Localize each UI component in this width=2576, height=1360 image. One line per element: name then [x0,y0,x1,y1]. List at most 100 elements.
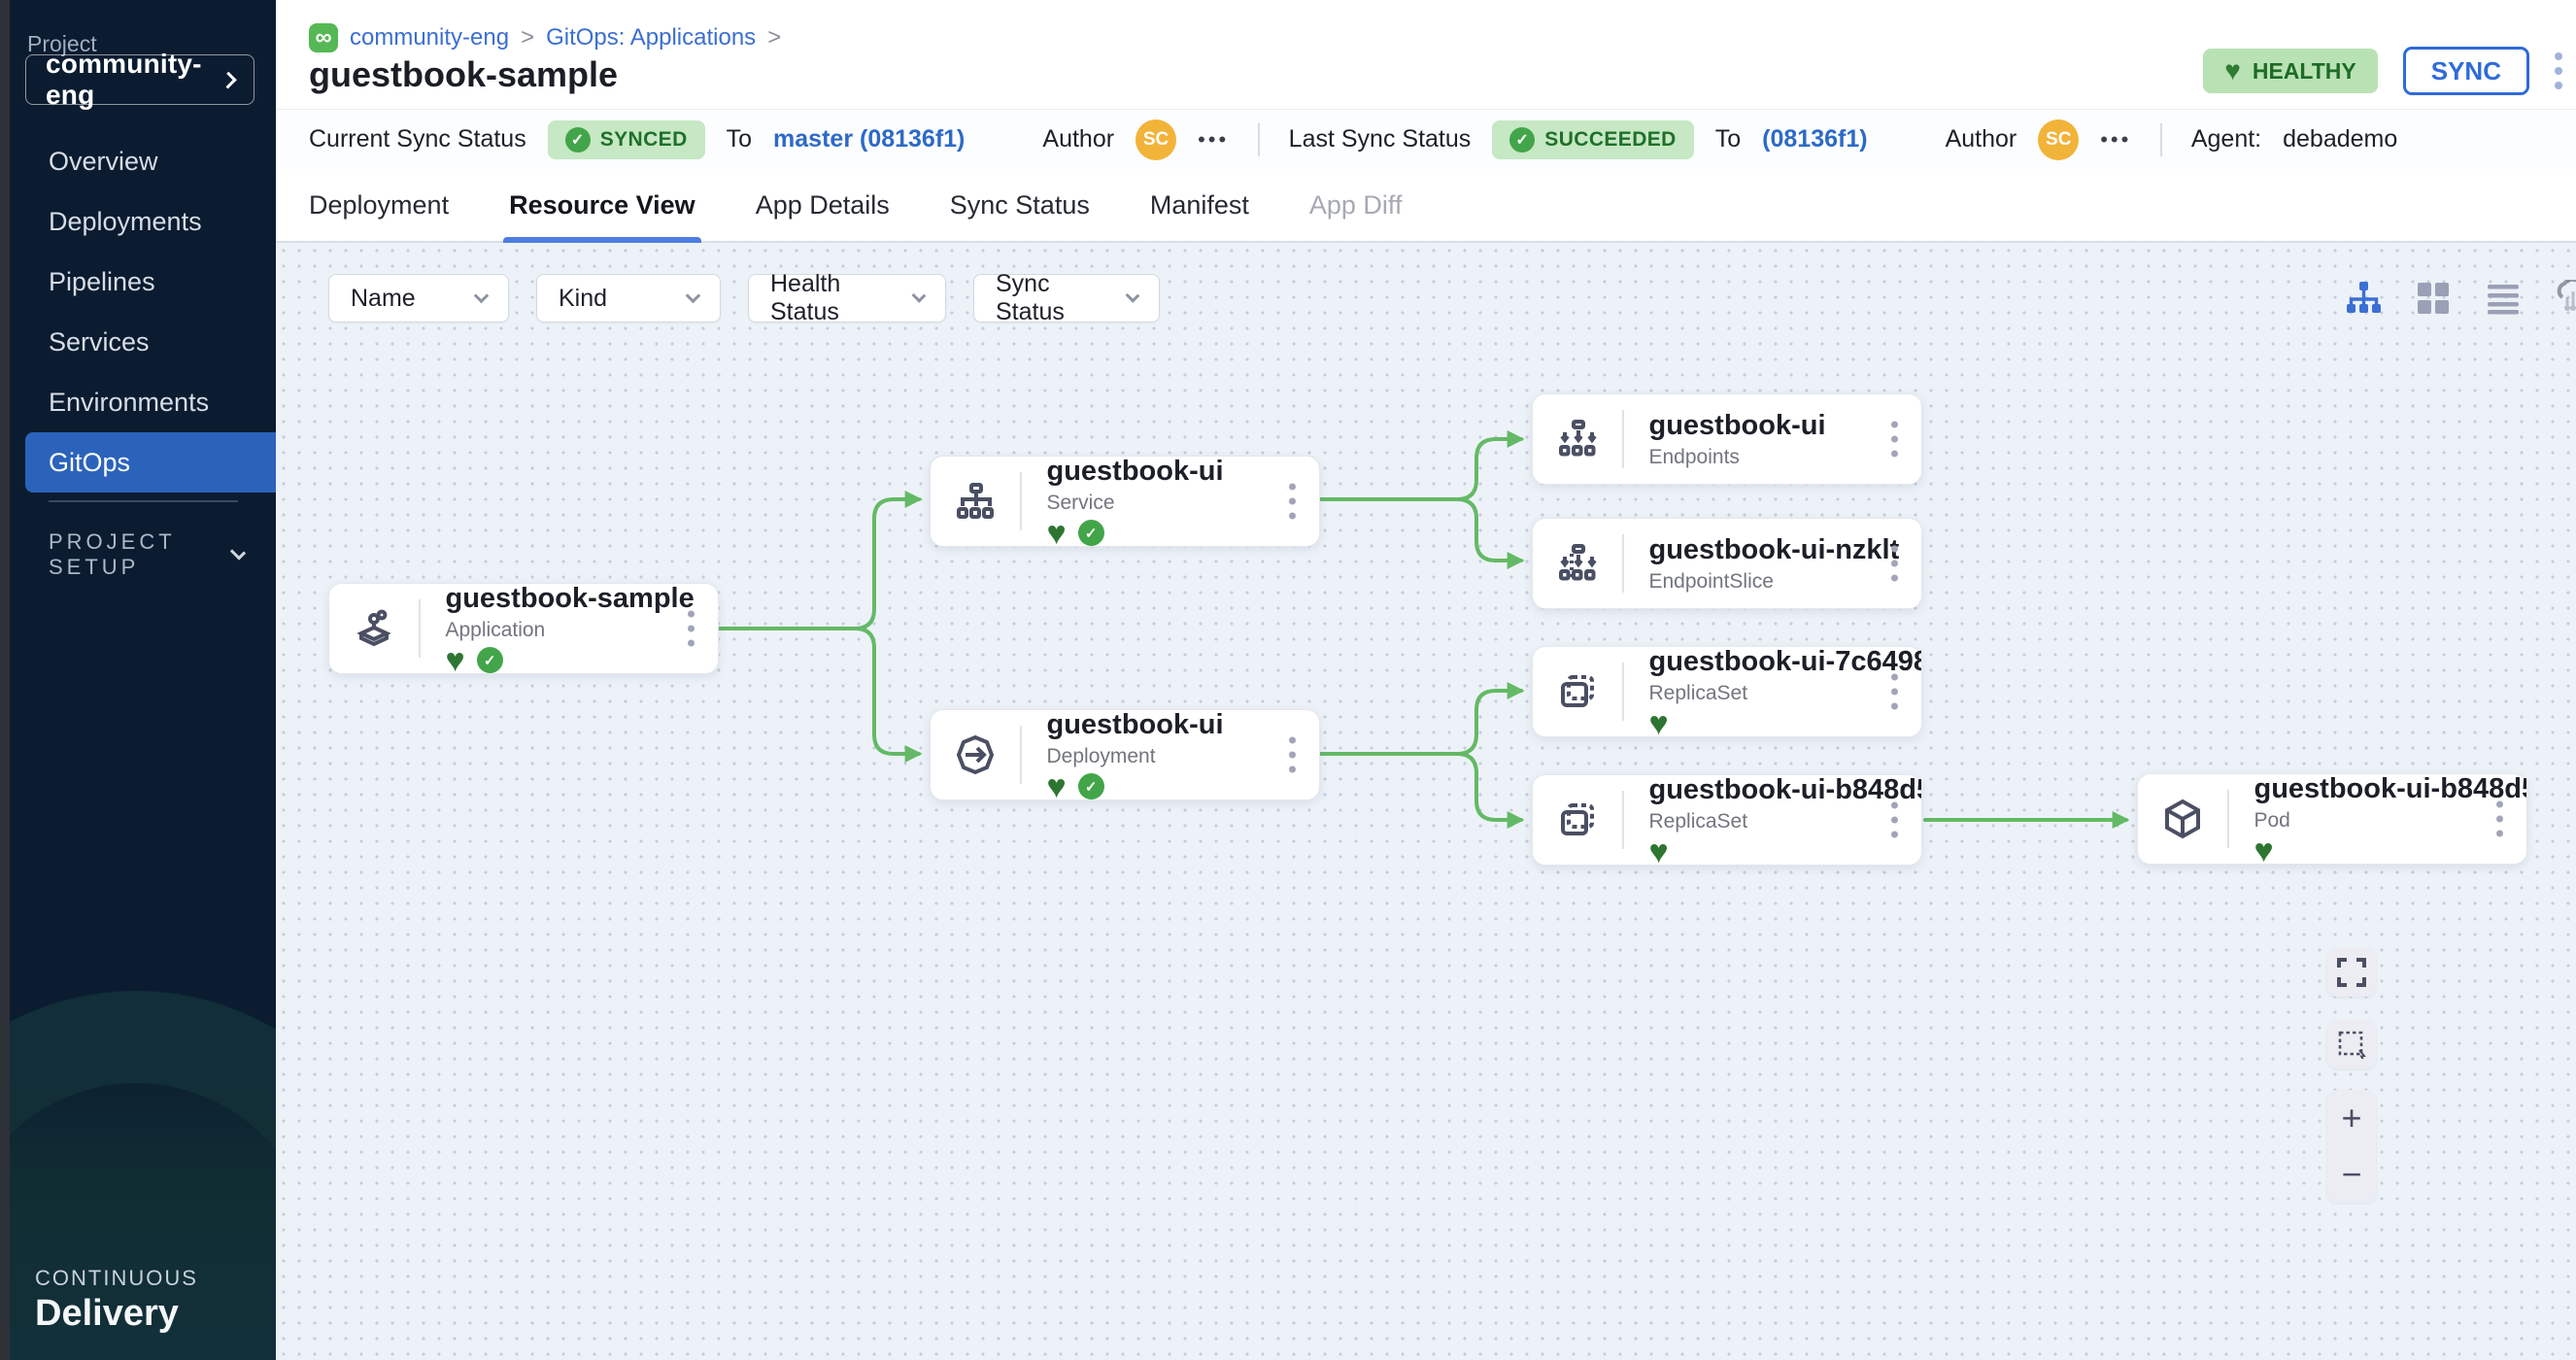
tab-sync-status[interactable]: Sync Status [949,189,1090,220]
list-view-icon[interactable] [2485,280,2522,317]
divider [2160,122,2162,156]
window-edge-strip [0,0,10,1360]
page-title: guestbook-sample [309,54,619,94]
healthy-heart-icon: ♥ [2254,832,2274,869]
zoom-in-button[interactable]: + [2341,1098,2362,1138]
node-title: guestbook-ui-b848d5d9... [2254,772,2527,804]
node-title: guestbook-ui-7c64987dc9 [1648,645,1922,677]
divider [1258,122,1260,156]
tab-app-details[interactable]: App Details [755,189,890,220]
node-endpointslice[interactable]: guestbook-ui-nzklt EndpointSlice [1532,518,1922,609]
agent-value: debademo [2283,125,2398,153]
more-authors-icon[interactable]: ••• [1198,126,1230,152]
tree-view-icon[interactable] [2345,280,2382,317]
last-sync-label: Last Sync Status [1288,125,1472,153]
succeeded-badge: ✓ SUCCEEDED [1492,119,1694,159]
sidebar-item-deployments[interactable]: Deployments [49,206,202,236]
kebab-menu-icon[interactable] [2555,52,2562,89]
application-icon [356,609,391,647]
sidebar-item-services[interactable]: Services [49,326,150,357]
sidebar-item-overview[interactable]: Overview [49,146,158,176]
breadcrumb: ∞ community-eng > GitOps: Applications > [309,23,781,52]
tab-manifest[interactable]: Manifest [1149,189,1249,220]
health-filter-label: Health Status [770,270,841,325]
project-selector[interactable]: community-eng [25,49,254,110]
resource-tree-canvas[interactable]: Name Kind Health Status Sync Status [276,243,2576,1360]
node-title: guestbook-ui [1046,455,1224,487]
node-application[interactable]: guestbook-sample Application ♥ ✓ [328,582,719,677]
to-label: To [1714,125,1742,153]
sidebar-item-gitops[interactable]: GitOps [25,432,276,493]
project-selector-value: community-eng [46,49,202,110]
node-pod[interactable]: guestbook-ui-b848d5d9... Pod ♥ [2137,772,2527,869]
service-icon [957,483,994,519]
node-kind: Service [1046,491,1115,514]
deployment-icon [956,734,995,775]
resource-tree-edges [717,430,2130,829]
node-kind: ReplicaSet [1648,681,1748,704]
author-avatar[interactable]: SC [1135,119,1177,160]
tab-resource-view[interactable]: Resource View [503,169,701,243]
healthy-heart-icon: ♥ [1648,833,1669,870]
node-endpoints[interactable]: guestbook-ui Endpoints [1532,393,1922,485]
last-commit-link[interactable]: (08136f1) [1762,125,1868,153]
tab-app-diff[interactable]: App Diff [1308,189,1403,220]
breadcrumb-project-link[interactable]: community-eng [350,24,510,51]
node-kebab-menu[interactable] [1891,673,1898,710]
breadcrumb-separator: > [521,24,535,51]
sidebar-item-pipelines[interactable]: Pipelines [49,266,155,296]
health-status-filter-dropdown[interactable]: Health Status [748,270,946,325]
kind-filter-dropdown[interactable]: Kind [536,274,721,323]
sidebar-divider [49,500,238,502]
selection-box-button[interactable] [2327,1020,2376,1069]
sidebar-item-environments[interactable]: Environments [49,387,210,417]
sidebar-footer-gradient [10,1039,276,1360]
filter-bar: Name Kind Health Status Sync Status [328,270,1160,325]
node-kebab-menu[interactable] [2496,800,2503,837]
node-service[interactable]: guestbook-ui Service ♥ ✓ [930,455,1320,550]
sync-status-filter-dropdown[interactable]: Sync Status [973,270,1160,325]
name-filter-label: Name [351,284,416,312]
healthy-heart-icon: ♥ [1046,767,1067,805]
node-replicaset-7c64987dc9[interactable]: guestbook-ui-7c64987dc9 ReplicaSet ♥ [1532,645,1922,740]
breadcrumb-separator: > [767,24,782,51]
node-title: guestbook-ui [1046,708,1224,740]
project-label: Project [27,31,97,56]
node-kebab-menu[interactable] [1289,736,1296,773]
node-deployment[interactable]: guestbook-ui Deployment ♥ ✓ [930,708,1320,805]
sidebar-nav: Overview Deployments Pipelines Services … [10,131,276,493]
health-badge-label: HEALTHY [2252,57,2356,84]
name-filter-dropdown[interactable]: Name [328,274,509,323]
sidebar: Project community-eng Overview Deploymen… [10,0,276,1360]
fullscreen-button[interactable] [2327,948,2376,997]
health-status-badge: ♥ HEALTHY [2203,49,2378,93]
node-title: guestbook-ui-nzklt [1648,533,1900,565]
node-title: guestbook-sample [445,582,695,614]
replicaset-icon [1561,675,1594,707]
endpoints-icon [1559,420,1597,457]
node-kebab-menu[interactable] [1891,801,1898,838]
check-circle-icon: ✓ [564,126,591,153]
node-kebab-menu[interactable] [1891,545,1898,582]
grid-view-icon[interactable] [2415,280,2452,317]
author-avatar[interactable]: SC [2038,119,2080,160]
author-label: Author [1945,125,2017,153]
kind-filter-label: Kind [559,284,608,312]
node-kebab-menu[interactable] [688,610,695,647]
zoom-out-button[interactable]: − [2341,1154,2362,1194]
node-kebab-menu[interactable] [1289,483,1296,520]
node-title: guestbook-ui-b848d5d9d [1648,773,1922,805]
node-kebab-menu[interactable] [1891,421,1898,458]
node-title: guestbook-ui [1648,409,1826,441]
project-setup-toggle[interactable]: PROJECT SETUP [49,529,247,580]
node-kind: Deployment [1046,744,1156,767]
node-replicaset-b848d5d9d[interactable]: guestbook-ui-b848d5d9d ReplicaSet ♥ [1532,773,1922,870]
current-commit-link[interactable]: master (08136f1) [773,125,966,153]
pod-icon [2165,799,2200,839]
synced-badge: ✓ SYNCED [547,119,705,159]
tab-deployment[interactable]: Deployment [309,189,450,220]
cluster-view-icon[interactable] [2555,280,2576,317]
more-authors-icon[interactable]: ••• [2100,126,2132,152]
sync-button[interactable]: SYNC [2402,47,2529,95]
breadcrumb-applications-link[interactable]: GitOps: Applications [546,24,757,51]
